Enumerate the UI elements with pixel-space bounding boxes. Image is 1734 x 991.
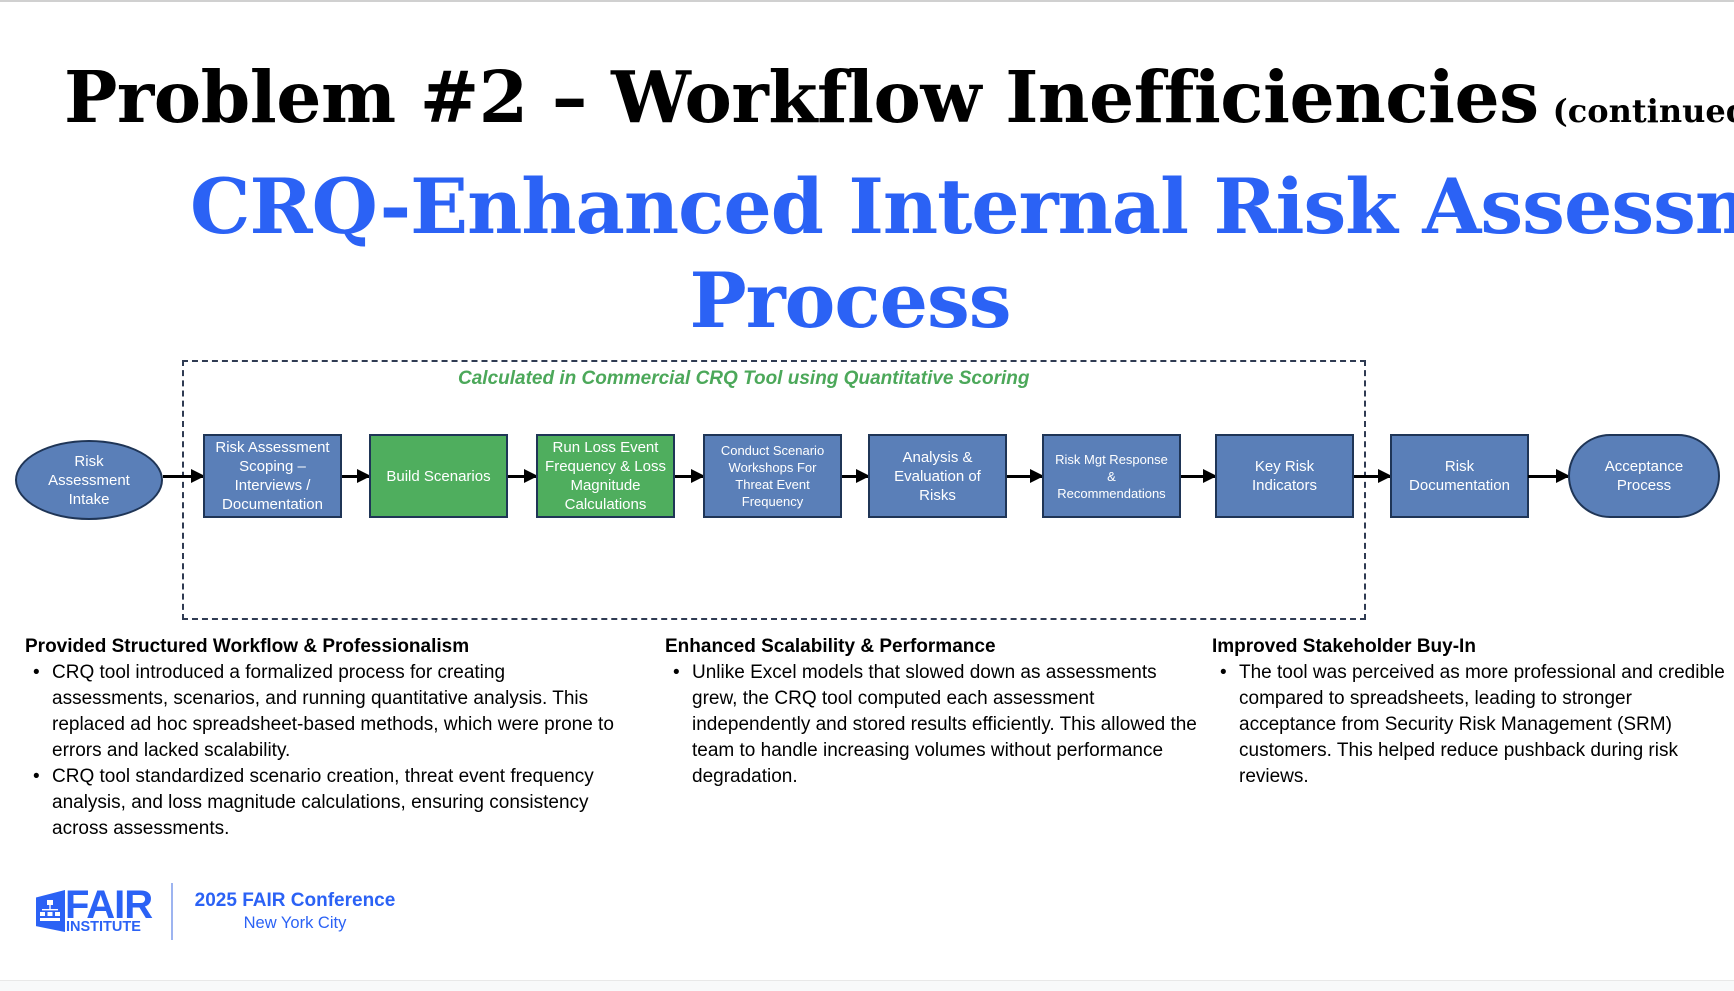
slide-title: Problem #2 – Workflow Inefficiencies(con… [64,62,1734,133]
bullet-list: • The tool was perceived as more professi… [1212,660,1734,790]
arrow-3 [508,469,538,483]
bullet-text: Unlike Excel models that slowed down as … [692,662,1197,787]
node-label: Build Scenarios [386,467,491,485]
arrow-5 [842,469,870,483]
node-analysis-evaluation: Analysis & Evaluation of Risks [868,434,1007,518]
bullet-item: • CRQ tool introduced a formalized proces… [25,660,615,764]
bullet-text: The tool was perceived as more professio… [1239,662,1725,787]
section-structured-workflow: Provided Structured Workflow & Professio… [25,634,615,842]
node-risk-mgt-response: Risk Mgt Response & Recommendations [1042,434,1181,518]
node-label: Run Loss Event Frequency & Loss Magnitud… [545,439,666,513]
bullet-icon: • [1220,662,1227,683]
bullet-icon: • [673,662,680,683]
arrow-9 [1528,469,1570,483]
node-label: Acceptance Process [1604,458,1684,494]
section-stakeholder-buy-in: Improved Stakeholder Buy-In • The tool wa… [1212,634,1734,790]
section-scalability: Enhanced Scalability & Performance • Unli… [665,634,1203,790]
node-risk-documentation: Risk Documentation [1390,434,1529,518]
node-risk-assessment-intake: Risk Assessment Intake [15,440,163,520]
section-heading: Provided Structured Workflow & Professio… [25,636,470,657]
conference-name: 2025 FAIR Conference [194,890,396,911]
bullet-item: • Unlike Excel models that slowed down as… [665,660,1203,790]
crq-tool-boundary [182,360,1366,620]
node-label: Conduct Scenario Workshops For Threat Ev… [720,443,825,509]
node-run-loss-event: Run Loss Event Frequency & Loss Magnitud… [536,434,675,518]
node-label: Analysis & Evaluation of Risks [894,448,981,504]
slide-subtitle: CRQ-Enhanced Internal Risk Assessment Pr… [190,160,1734,348]
bullet-list: • Unlike Excel models that slowed down as… [665,660,1203,790]
fair-institute-logo: FAIR INSTITUTE [36,883,161,936]
bullet-list: • CRQ tool introduced a formalized proces… [25,660,615,842]
top-border [0,0,1734,2]
subtitle-line-2: Process [689,256,1011,345]
conference-info: 2025 FAIR Conference New York City [183,890,407,934]
bullet-icon: • [33,766,40,787]
arrow-8 [1354,469,1392,483]
arrow-7 [1181,469,1217,483]
bullet-text: CRQ tool introduced a formalized process… [52,662,614,761]
arrow-1 [163,469,205,483]
node-acceptance-process: Acceptance Process [1568,434,1720,518]
bullet-item: • CRQ tool standardized scenario creation… [25,764,615,842]
bullet-icon: • [33,662,40,683]
logo-institute-text: INSTITUTE [66,919,141,935]
arrow-4 [675,469,705,483]
title-text: Problem #2 – Workflow Inefficiencies [64,55,1539,139]
node-label: Risk Assessment Intake [48,452,130,508]
node-label: Risk Assessment Scoping – Interviews / D… [215,439,330,513]
bullet-item: • The tool was perceived as more professi… [1212,660,1734,790]
arrow-2 [342,469,371,483]
boundary-label: Calculated in Commercial CRQ Tool using … [458,368,1030,389]
node-label: Risk Documentation [1409,458,1510,494]
bullet-text: CRQ tool standardized scenario creation,… [52,766,594,839]
conference-location: New York City [243,914,347,932]
org-chart-icon [36,890,65,932]
bottom-strip [0,980,1734,991]
arrow-6 [1007,469,1044,483]
section-heading: Enhanced Scalability & Performance [665,636,996,657]
node-scoping: Risk Assessment Scoping – Interviews / D… [203,434,342,518]
node-build-scenarios: Build Scenarios [369,434,508,518]
node-key-risk-indicators: Key Risk Indicators [1215,434,1354,518]
node-scenario-workshops: Conduct Scenario Workshops For Threat Ev… [703,434,842,518]
title-suffix: (continued) [1552,92,1734,130]
node-label: Key Risk Indicators [1251,458,1318,494]
section-heading: Improved Stakeholder Buy-In [1212,636,1476,657]
node-label: Risk Mgt Response & Recommendations [1055,451,1168,501]
subtitle-line-1: CRQ-Enhanced Internal Risk Assessment [190,162,1734,251]
logo-fair-text: FAIR [65,883,153,927]
footer-divider [171,883,173,940]
